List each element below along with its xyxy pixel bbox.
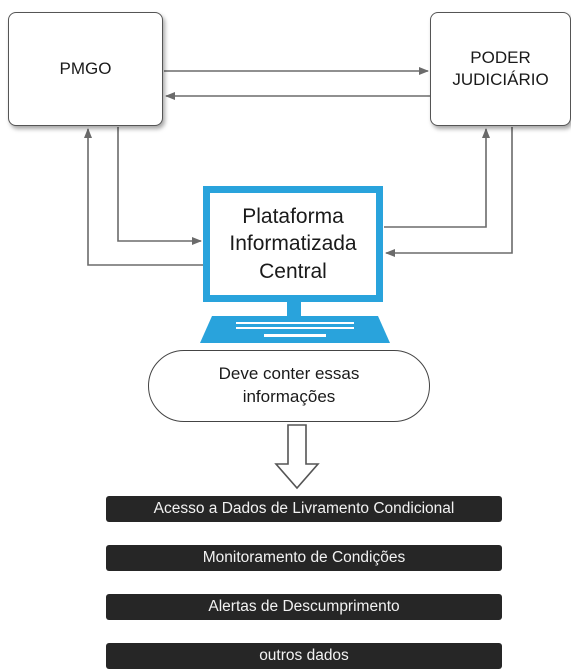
requirements-callout: Deve conter essas informações (148, 350, 430, 422)
info-item-bar: outros dados (106, 643, 502, 669)
info-item-bar: Monitoramento de Condições (106, 545, 502, 571)
info-item-label: Monitoramento de Condições (202, 549, 406, 566)
keyboard-icon (200, 316, 390, 343)
arrow-platform-to-poder (384, 128, 490, 228)
arrow-platform-to-pmgo (84, 128, 203, 266)
pmgo-node: PMGO (8, 12, 163, 126)
poder-label-line1: PODER (470, 47, 531, 67)
pmgo-label: PMGO (59, 58, 112, 78)
info-item-bar: Alertas de Descumprimento (106, 594, 502, 620)
callout-line1: Deve conter essas (218, 364, 360, 384)
poder-label-line2: JUDICIÁRIO (452, 70, 549, 89)
platform-label-line2: Informatizada (229, 232, 357, 256)
computer-monitor-icon: Plataforma Informatizada Central (203, 186, 383, 302)
arrow-pmgo-to-platform (117, 127, 202, 245)
down-arrow-icon (274, 424, 320, 490)
arrow-poder-to-platform (385, 127, 513, 257)
callout-line2: informações (242, 387, 336, 406)
info-item-label: outros dados (259, 647, 349, 664)
monitor-stand (287, 302, 301, 316)
info-item-label: Alertas de Descumprimento (208, 598, 400, 615)
info-item-bar: Acesso a Dados de Livramento Condicional (106, 496, 502, 522)
info-item-label: Acesso a Dados de Livramento Condicional (153, 500, 455, 517)
platform-label-line3: Central (259, 259, 327, 283)
poder-judiciario-node: PODER JUDICIÁRIO (430, 12, 571, 126)
platform-label-line1: Plataforma (242, 205, 344, 229)
